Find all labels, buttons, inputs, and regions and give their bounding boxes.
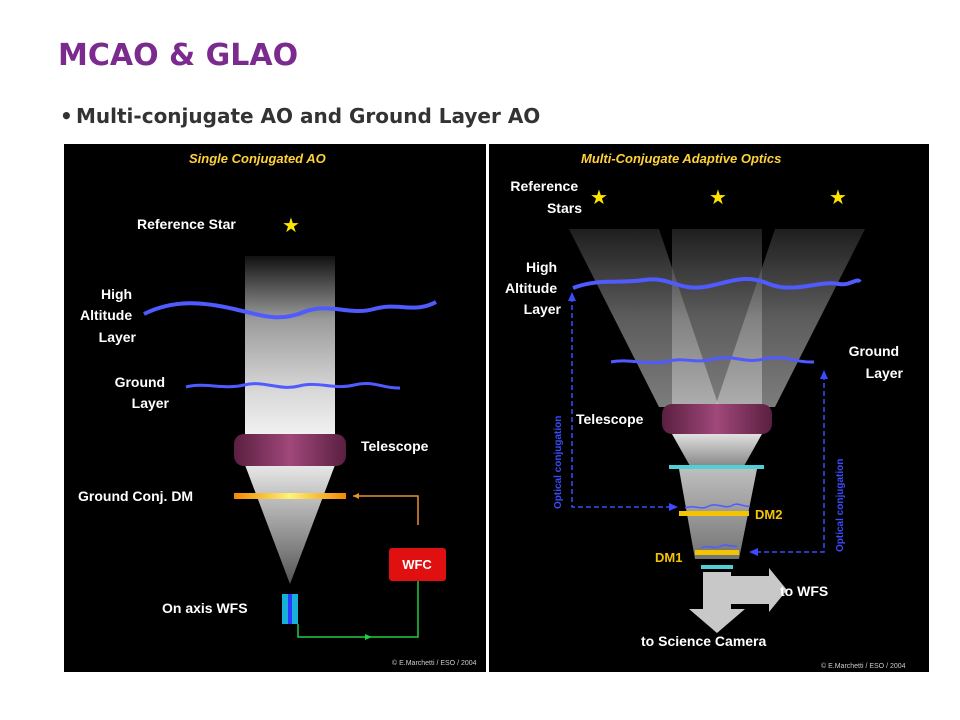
high-altitude-layer-label: High Altitude Layer bbox=[80, 286, 137, 345]
on-axis-wfs-label: On axis WFS bbox=[162, 600, 248, 616]
wfs-to-wfc-line bbox=[297, 581, 419, 638]
relay-optic bbox=[669, 465, 764, 469]
dm1-label: DM1 bbox=[655, 550, 682, 565]
optical-conjugation-left-label: Optical conjugation bbox=[553, 416, 564, 509]
single-conjugated-ao-diagram: Single Conjugated AO Reference Star ★ Hi… bbox=[78, 151, 477, 667]
optical-conjugation-right-line bbox=[752, 375, 825, 553]
light-beam-right bbox=[715, 229, 865, 407]
ground-layer-label: Ground Layer bbox=[849, 343, 904, 381]
to-science-camera-arrow-icon bbox=[689, 572, 745, 633]
star-icon: ★ bbox=[282, 215, 300, 237]
wfc-label: WFC bbox=[402, 557, 432, 572]
beam-splitter bbox=[701, 565, 733, 569]
arrow-right-icon bbox=[365, 634, 372, 640]
panel-title: Single Conjugated AO bbox=[189, 151, 326, 166]
multi-conjugate-ao-panel: Multi-Conjugate Adaptive Optics Referenc… bbox=[489, 144, 929, 672]
ground-conj-dm-bar bbox=[234, 493, 346, 499]
dm1-wave bbox=[700, 544, 738, 549]
ground-turbulence-wave bbox=[610, 356, 815, 365]
ground-turbulence-wave bbox=[185, 382, 401, 390]
high-altitude-turbulence-wave bbox=[143, 300, 437, 320]
single-conjugated-ao-panel: Single Conjugated AO Reference Star ★ Hi… bbox=[64, 144, 486, 672]
star-icon: ★ bbox=[590, 187, 608, 209]
dm2-label: DM2 bbox=[755, 507, 782, 522]
multi-conjugate-ao-diagram: Multi-Conjugate Adaptive Optics Referenc… bbox=[505, 151, 906, 670]
high-altitude-layer-label: High Altitude Layer bbox=[505, 259, 562, 317]
to-wfs-label: to WFS bbox=[780, 583, 828, 599]
dm1-bar bbox=[695, 550, 739, 555]
arrow-up-icon bbox=[820, 370, 828, 379]
ground-conj-dm-label: Ground Conj. DM bbox=[78, 488, 193, 504]
dm2-wave bbox=[684, 503, 751, 509]
dm2-bar bbox=[679, 511, 749, 516]
arrow-up-icon bbox=[568, 292, 576, 301]
ground-layer-label: Ground Layer bbox=[115, 374, 170, 411]
bullet-text: Multi-conjugate AO and Ground Layer AO bbox=[76, 104, 541, 128]
telescope-label: Telescope bbox=[361, 438, 429, 454]
converging-beam bbox=[672, 434, 762, 466]
telescope-mirror bbox=[662, 404, 772, 434]
optical-conjugation-right-label: Optical conjugation bbox=[835, 459, 846, 552]
optical-conjugation-left-line bbox=[571, 297, 676, 508]
to-wfs-arrow-icon bbox=[731, 568, 787, 612]
telescope-mirror bbox=[234, 434, 346, 466]
wfc-box bbox=[389, 548, 446, 581]
arrow-left-icon bbox=[749, 548, 758, 556]
light-beam bbox=[245, 256, 335, 436]
credit: © E.Marchetti / ESO / 2004 bbox=[821, 662, 906, 670]
bullet-dot-icon: • bbox=[60, 104, 73, 128]
bullet-item: •Multi-conjugate AO and Ground Layer AO bbox=[60, 104, 540, 128]
arrow-left-icon bbox=[353, 493, 359, 499]
wfc-to-dm-line bbox=[353, 495, 419, 525]
telescope-label: Telescope bbox=[576, 411, 644, 427]
high-altitude-turbulence-wave bbox=[572, 277, 862, 290]
converging-beam bbox=[245, 465, 335, 584]
reference-star-label: Reference Star bbox=[137, 216, 236, 232]
reference-stars-label: Reference Stars bbox=[510, 178, 582, 216]
arrow-right-icon bbox=[669, 503, 678, 511]
panel-title: Multi-Conjugate Adaptive Optics bbox=[581, 151, 781, 166]
slide-title: MCAO & GLAO bbox=[58, 38, 299, 73]
to-science-camera-label: to Science Camera bbox=[641, 633, 766, 649]
star-icon: ★ bbox=[709, 187, 727, 209]
credit: © E.Marchetti / ESO / 2004 bbox=[392, 659, 477, 667]
wfs-lenslet bbox=[288, 594, 292, 624]
star-icon: ★ bbox=[829, 187, 847, 209]
